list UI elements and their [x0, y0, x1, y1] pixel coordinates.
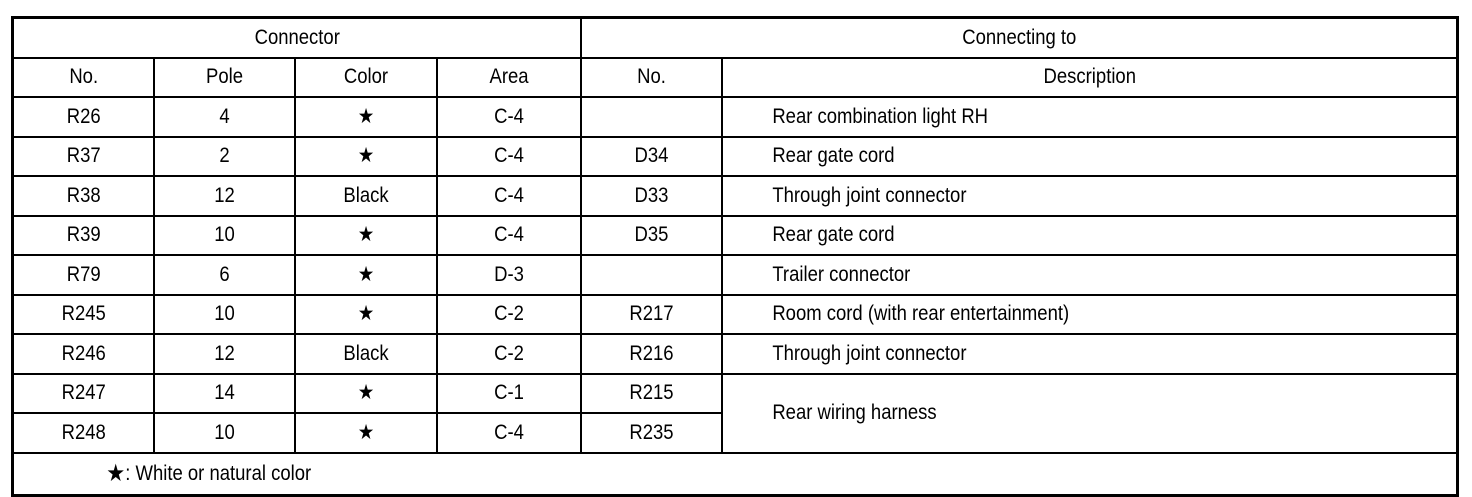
cell-pole: 10: [161, 293, 287, 335]
table-row: R247 14 ★ C-1 R215 Rear wiring harness: [13, 372, 1458, 454]
footnote-cell: ★ : White or natural color: [98, 451, 1372, 496]
cell-description: Rear gate cord: [764, 135, 1415, 177]
cell-connector-no: R26: [20, 96, 146, 138]
column-header-to-no: No.: [588, 57, 714, 98]
cell-area: C-2: [444, 293, 573, 335]
star-icon: ★: [302, 372, 429, 414]
cell-connector-no: R37: [20, 135, 146, 177]
cell-description: Trailer connector: [764, 254, 1415, 296]
group-header-connecting-to: Connecting to: [632, 16, 1406, 59]
cell-connector-no: R246: [20, 333, 146, 375]
column-header-area: Area: [444, 57, 573, 98]
cell-area: C-4: [444, 135, 573, 177]
table-row: R37 2 ★ C-4 D34 Rear gate cord: [13, 135, 1458, 177]
table-row: R248 10 ★ C-4 R235: [13, 412, 1458, 454]
cell-area: C-4: [444, 175, 573, 217]
column-header-row: No. Pole Color Area No. Description: [13, 57, 1458, 98]
cell-area: C-2: [444, 333, 573, 375]
star-icon: ★: [302, 135, 429, 177]
cell-connector-no: R38: [20, 175, 146, 217]
table-body: R26 4 ★ C-4 Rear combination light RH R37 2 ★ C-…: [13, 96, 1458, 454]
cell-area: C-4: [444, 96, 573, 138]
cell-pole: 12: [161, 333, 287, 375]
cell-connector-no: R39: [20, 214, 146, 256]
cell-connecting-no: D35: [588, 214, 714, 256]
connector-table: Connector Connecting to No. Pole Color A…: [11, 16, 1460, 497]
table-row: R26 4 ★ C-4 Rear combination light RH: [13, 96, 1458, 138]
cell-connecting-no: R216: [588, 333, 714, 375]
star-icon: ★: [302, 254, 429, 296]
cell-description: Through joint connector: [764, 175, 1415, 217]
star-icon: ★: [302, 96, 429, 138]
column-header-color: Color: [302, 57, 429, 98]
cell-description: Rear wiring harness: [764, 372, 1415, 454]
star-icon: ★: [302, 412, 429, 454]
cell-pole: 6: [161, 254, 287, 296]
cell-pole: 14: [161, 372, 287, 414]
cell-description: Rear combination light RH: [764, 96, 1415, 138]
cell-color: Black: [302, 333, 429, 375]
column-header-no: No.: [20, 57, 146, 98]
table-row: R246 12 Black C-2 R216 Through joint connecto…: [13, 333, 1458, 375]
star-icon: ★: [105, 459, 125, 487]
group-header-connector: Connector: [45, 16, 548, 59]
cell-connector-no: R79: [20, 254, 146, 296]
cell-description: Room cord (with rear entertainment): [764, 293, 1415, 335]
table-row: R38 12 Black C-4 D33 Through joint connector: [13, 175, 1458, 217]
group-header-row: Connector Connecting to: [13, 16, 1458, 59]
cell-description: Through joint connector: [764, 333, 1415, 375]
cell-pole: 4: [161, 96, 287, 138]
cell-pole: 10: [161, 214, 287, 256]
table-head: Connector Connecting to No. Pole Color A…: [13, 16, 1458, 98]
star-icon: ★: [302, 214, 429, 256]
table-foot: ★ : White or natural color: [13, 451, 1458, 496]
cell-area: D-3: [444, 254, 573, 296]
column-header-description: Description: [764, 57, 1415, 98]
footnote-row: ★ : White or natural color: [13, 451, 1458, 496]
cell-connecting-no: R217: [588, 293, 714, 335]
cell-connecting-no: D34: [588, 135, 714, 177]
star-icon: ★: [302, 293, 429, 335]
cell-connecting-no: [588, 96, 714, 138]
footnote-text: : White or natural color: [124, 461, 311, 485]
cell-connector-no: R245: [20, 293, 146, 335]
column-header-pole: Pole: [161, 57, 287, 98]
cell-pole: 10: [161, 412, 287, 454]
cell-description: Rear gate cord: [764, 214, 1415, 256]
cell-connector-no: R248: [20, 412, 146, 454]
table-row: R39 10 ★ C-4 D35 Rear gate cord: [13, 214, 1458, 256]
cell-area: C-4: [444, 412, 573, 454]
cell-connecting-no: [588, 254, 714, 296]
cell-connecting-no: R235: [588, 412, 714, 454]
cell-pole: 12: [161, 175, 287, 217]
cell-connector-no: R247: [20, 372, 146, 414]
table-row: R245 10 ★ C-2 R217 Room cord (with rear enter…: [13, 293, 1458, 335]
cell-pole: 2: [161, 135, 287, 177]
cell-area: C-1: [444, 372, 573, 414]
cell-color: Black: [302, 175, 429, 217]
cell-area: C-4: [444, 214, 573, 256]
table-row: R79 6 ★ D-3 Trailer connector: [13, 254, 1458, 296]
connector-table-sheet: Connector Connecting to No. Pole Color A…: [11, 16, 1460, 497]
cell-connecting-no: D33: [588, 175, 714, 217]
cell-connecting-no: R215: [588, 372, 714, 414]
